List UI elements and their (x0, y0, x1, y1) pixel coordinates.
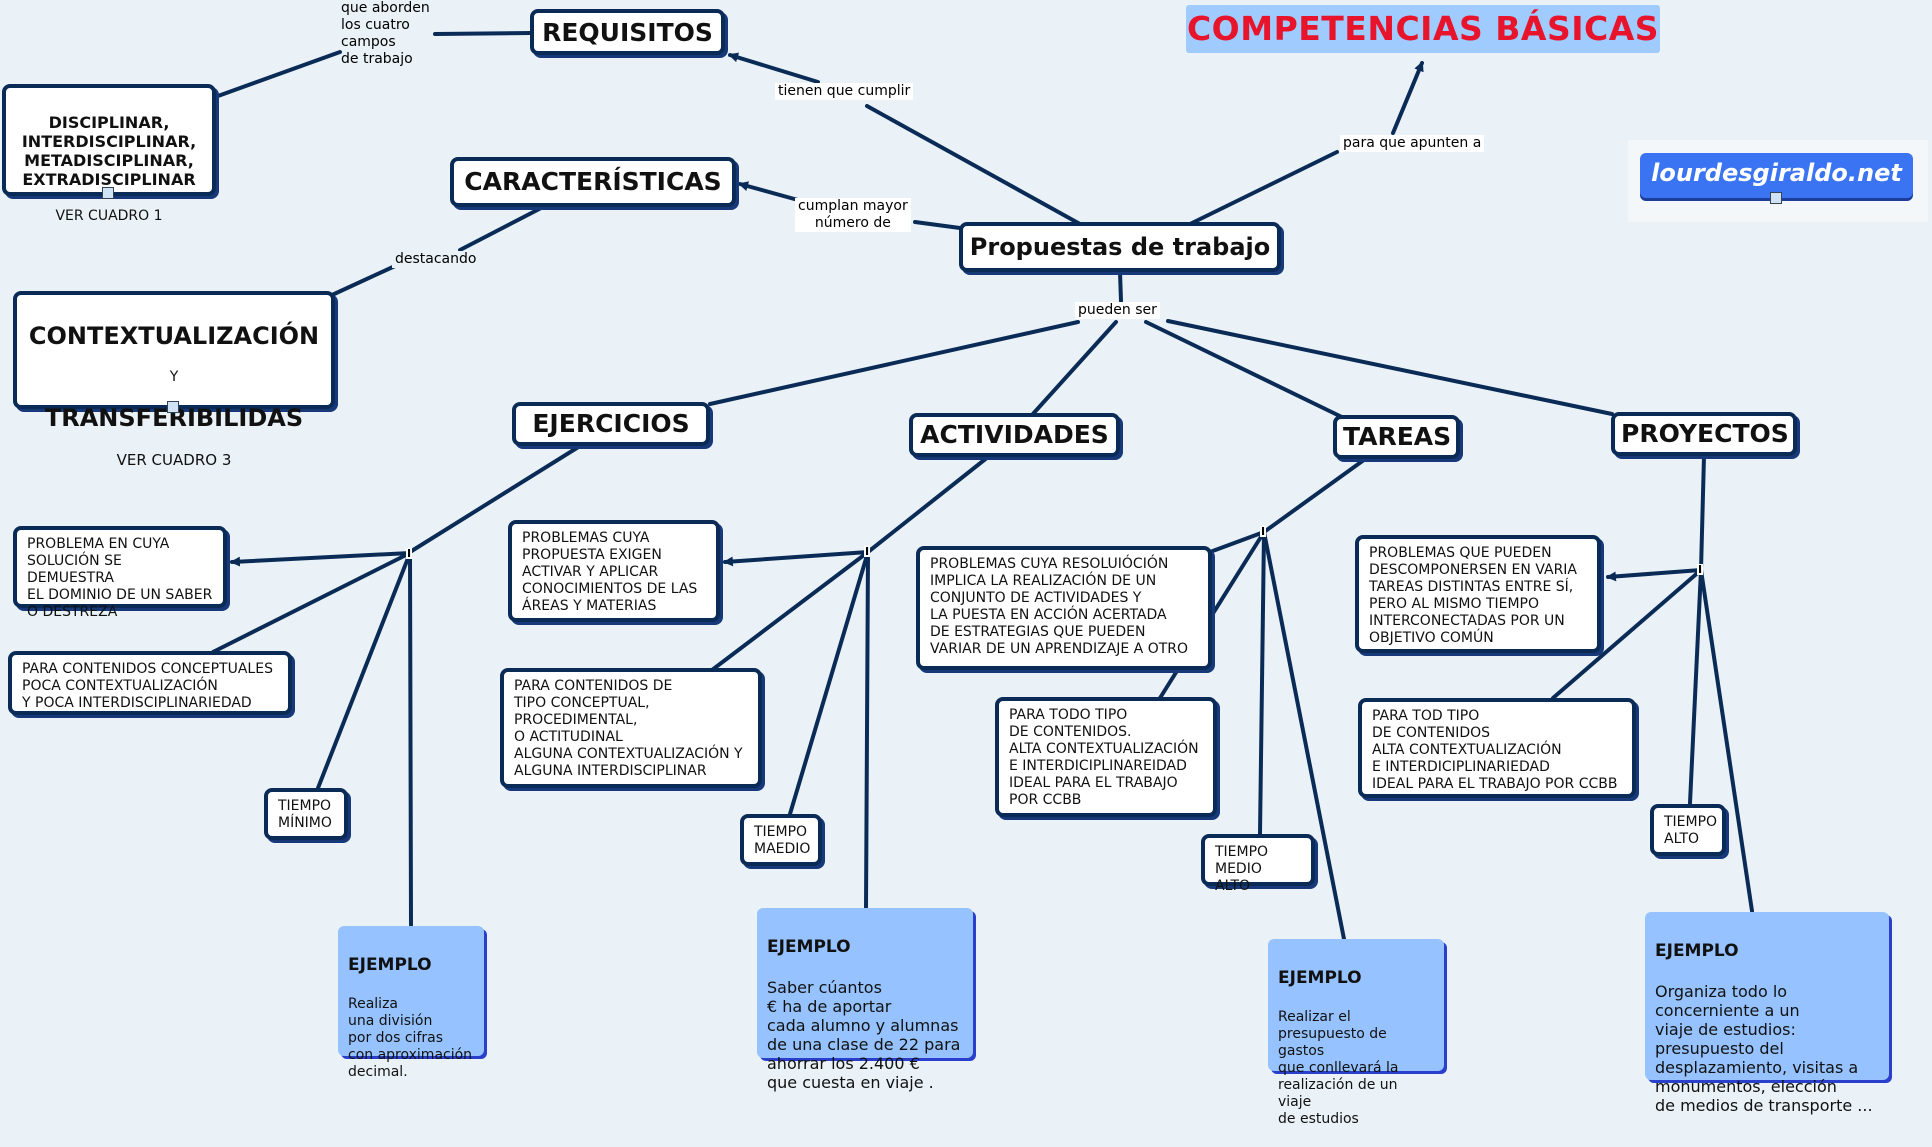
tareas-definition[interactable]: PROBLEMAS CUYA RESOLUIÓCIÓN IMPLICA LA R… (916, 546, 1212, 670)
competencias-title: COMPETENCIAS BÁSICAS (1186, 5, 1660, 53)
requisitos-link-label: tienen que cumplir (775, 83, 914, 100)
disciplinar-node[interactable]: DISCIPLINAR, INTERDISCIPLINAR, METADISCI… (2, 84, 216, 224)
actividades-contenidos[interactable]: PARA CONTENIDOS DE TIPO CONCEPTUAL, PROC… (500, 668, 762, 788)
contextualizacion-y: Y (169, 369, 179, 385)
actividades-ejemplo[interactable]: EJEMPLO Saber cúantos € ha de aportar ca… (757, 908, 973, 1092)
tareas-ejemplo[interactable]: EJEMPLO Realizar el presupuesto de gasto… (1268, 939, 1444, 1127)
proyectos-ejemplo-text: Organiza todo lo concerniente a un viaje… (1655, 982, 1873, 1115)
proyectos-ejemplo[interactable]: EJEMPLO Organiza todo lo concerniente a … (1645, 912, 1889, 1115)
cuadro1-image-icon[interactable] (102, 187, 114, 199)
cuadro3-image-icon[interactable] (167, 401, 179, 413)
actividades-definition[interactable]: PROBLEMAS CUYA PROPUESTA EXIGEN ACTIVAR … (508, 520, 720, 622)
ejercicios-node[interactable]: EJERCICIOS (512, 402, 710, 446)
proyectos-contenidos[interactable]: PARA TOD TIPO DE CONTENIDOS ALTA CONTEXT… (1358, 698, 1636, 798)
destacando-label: destacando (392, 251, 480, 268)
pueden-ser-label: pueden ser (1075, 302, 1160, 319)
tareas-tiempo[interactable]: TIEMPO MEDIO ALTO (1201, 834, 1315, 894)
disciplinar-text: DISCIPLINAR, INTERDISCIPLINAR, METADISCI… (21, 113, 197, 189)
actividades-ejemplo-text: Saber cúantos € ha de aportar cada alumn… (767, 978, 961, 1092)
requisitos-node[interactable]: REQUISITOS (530, 9, 725, 55)
propuestas-node[interactable]: Propuestas de trabajo (959, 222, 1281, 272)
website-badge[interactable]: lourdesgiraldo.net (1640, 153, 1913, 198)
proyectos-junction: I (1697, 563, 1704, 576)
proyectos-definition[interactable]: PROBLEMAS QUE PUEDEN DESCOMPONERSEN EN V… (1355, 535, 1601, 653)
actividades-junction: I (864, 545, 871, 558)
tareas-contenidos[interactable]: PARA TODO TIPO DE CONTENIDOS. ALTA CONTE… (995, 697, 1217, 817)
ejercicios-ejemplo[interactable]: EJEMPLO Realiza una división por dos cif… (338, 926, 484, 1080)
concept-map: COMPETENCIAS BÁSICAS lourdesgiraldo.net … (2, 0, 1913, 1127)
contextualizacion-node[interactable]: CONTEXTUALIZACIÓN Y TRANSFERIBILIDAS VER… (13, 291, 335, 469)
ejercicios-contenidos[interactable]: PARA CONTENIDOS CONCEPTUALES POCA CONTEX… (8, 651, 292, 715)
caracteristicas-node[interactable]: CARACTERÍSTICAS (450, 157, 736, 207)
website-image-icon[interactable] (1770, 192, 1782, 204)
disciplinar-ref: VER CUADRO 1 (55, 208, 163, 224)
caracteristicas-link-label: cumplan mayor número de (795, 198, 911, 232)
connector-lines (211, 31, 1754, 941)
campos-note: que aborden los cuatro campos de trabajo (341, 0, 430, 67)
tareas-node[interactable]: TAREAS (1333, 415, 1460, 459)
proyectos-ejemplo-title: EJEMPLO (1655, 941, 1739, 961)
tareas-ejemplo-title: EJEMPLO (1278, 968, 1362, 988)
tareas-junction: I (1260, 525, 1267, 538)
proyectos-node[interactable]: PROYECTOS (1611, 412, 1797, 456)
competencias-link-label: para que apunten a (1340, 135, 1485, 152)
ejercicios-junction: I (406, 547, 413, 560)
actividades-tiempo[interactable]: TIEMPO MAEDIO (740, 814, 822, 866)
ejercicios-ejemplo-title: EJEMPLO (348, 955, 432, 975)
actividades-ejemplo-title: EJEMPLO (767, 937, 851, 957)
actividades-node[interactable]: ACTIVIDADES (909, 413, 1120, 457)
ejercicios-ejemplo-text: Realiza una división por dos cifras con … (348, 996, 473, 1080)
ejercicios-tiempo[interactable]: TIEMPO MÍNIMO (264, 788, 348, 840)
proyectos-tiempo[interactable]: TIEMPO ALTO (1650, 804, 1726, 856)
tareas-ejemplo-text: Realizar el presupuesto de gastos que co… (1278, 1009, 1399, 1127)
contextualizacion-ref: VER CUADRO 3 (116, 451, 232, 469)
contextualizacion-title: CONTEXTUALIZACIÓN (28, 322, 320, 350)
ejercicios-definition[interactable]: PROBLEMA EN CUYA SOLUCIÓN SE DEMUESTRA E… (13, 526, 227, 620)
